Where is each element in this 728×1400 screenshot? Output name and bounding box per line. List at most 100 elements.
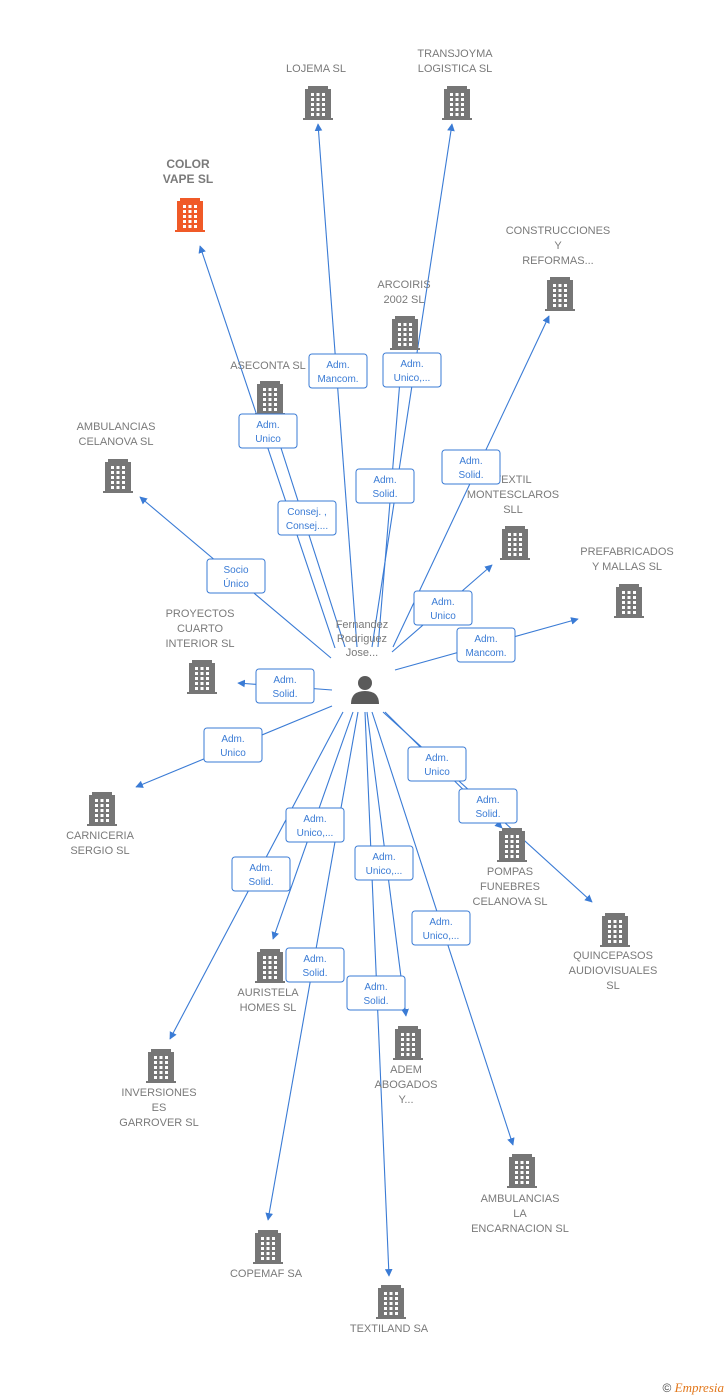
- relation-text-transjoyma: Adm.Unico,...: [394, 359, 431, 384]
- node-label-textilmont-line: SLL: [503, 504, 523, 516]
- relation-box-lojema[interactable]: Adm.Mancom.: [308, 353, 368, 389]
- node-label-aseconta[interactable]: ASECONTA SL: [230, 360, 306, 372]
- building-icon[interactable]: [146, 1049, 176, 1083]
- building-icon[interactable]: [187, 660, 217, 694]
- node-label-prefabricados-line: PREFABRICADOS: [580, 546, 674, 558]
- relation-box-carniceria[interactable]: Adm.Unico: [203, 727, 263, 763]
- relation-text-construcciones: Adm.Solid.: [458, 456, 483, 481]
- relation-box-adem[interactable]: Adm.Unico,...: [354, 845, 414, 881]
- relation-box-arcoiris[interactable]: Adm.Solid.: [355, 468, 415, 504]
- relation-text-aseconta-line: Consej. ,: [287, 507, 326, 518]
- node-label-carniceria-line: SERGIO SL: [70, 845, 129, 857]
- node-label-textiland-line: TEXTILAND SA: [350, 1323, 429, 1335]
- relation-box-pompas[interactable]: Adm.Unico: [407, 746, 467, 782]
- building-icon[interactable]: [175, 198, 205, 232]
- relation-text-textiland: Adm. Solid.: [363, 982, 388, 1007]
- center-person-name-line: Rodriguez: [337, 633, 387, 645]
- relation-text-prefabricados-line: Mancom.: [465, 648, 506, 659]
- relation-text-carniceria: Adm.Unico: [220, 734, 246, 759]
- relation-text-ambencarnacion-line: Adm.: [429, 917, 452, 928]
- building-icon[interactable]: [600, 913, 630, 947]
- node-label-proyectos-line: PROYECTOS: [166, 608, 235, 620]
- relation-box-construcciones[interactable]: Adm.Solid.: [441, 449, 501, 485]
- relation-text-pompas: Adm.Unico: [424, 753, 450, 778]
- building-icon[interactable]: [253, 1230, 283, 1264]
- node-label-auristela-line: HOMES SL: [240, 1002, 297, 1014]
- node-label-copemaf[interactable]: COPEMAF SA: [230, 1268, 303, 1280]
- building-icon[interactable]: [390, 316, 420, 350]
- relation-box-prefabricados[interactable]: Adm.Mancom.: [456, 627, 516, 663]
- building-icon[interactable]: [507, 1154, 537, 1188]
- relation-box-quincepasos[interactable]: Adm.Solid.: [458, 788, 518, 824]
- person-icon[interactable]: [351, 676, 379, 704]
- relation-text-adem: Adm.Unico,...: [366, 852, 403, 877]
- center-person-name-line: Jose...: [346, 647, 378, 659]
- relation-text-colorvape: Adm.Unico: [255, 420, 281, 445]
- relation-text-prefabricados: Adm.Mancom.: [465, 634, 506, 659]
- relation-box-textilmont[interactable]: Adm.Unico: [413, 590, 473, 626]
- building-icon[interactable]: [303, 86, 333, 120]
- relation-text-inversiones: Adm.Solid.: [248, 863, 273, 888]
- node-label-textilmont-line: MONTESCLAROS: [467, 489, 559, 501]
- relation-text-textiland-line: Adm.: [364, 982, 387, 993]
- relation-box-colorvape[interactable]: Adm.Unico: [238, 413, 298, 449]
- building-icon[interactable]: [497, 828, 527, 862]
- node-label-lojema[interactable]: LOJEMA SL: [286, 63, 346, 75]
- building-icon[interactable]: [500, 526, 530, 560]
- relation-box-aseconta[interactable]: Consej. ,Consej....: [277, 500, 337, 536]
- building-icon[interactable]: [255, 381, 285, 415]
- relation-text-quincepasos: Adm.Solid.: [475, 795, 500, 820]
- brand-logo[interactable]: Empresia: [674, 1380, 724, 1395]
- building-icon[interactable]: [614, 584, 644, 618]
- relation-box-auristela[interactable]: Adm.Unico,...: [285, 807, 345, 843]
- building-icon[interactable]: [545, 277, 575, 311]
- relation-box-transjoyma[interactable]: Adm.Unico,...: [382, 352, 442, 388]
- building-icon[interactable]: [87, 792, 117, 826]
- relation-text-textiland-line: Solid.: [363, 996, 388, 1007]
- node-label-aseconta-line: ASECONTA SL: [230, 360, 306, 372]
- center-person-name-line: Fernandez: [336, 619, 389, 631]
- relation-box-inversiones[interactable]: Adm.Solid.: [231, 856, 291, 892]
- node-label-textiland[interactable]: TEXTILAND SA: [350, 1323, 429, 1335]
- building-icon[interactable]: [376, 1285, 406, 1319]
- relation-box-proyectos[interactable]: Adm.Solid.: [255, 668, 315, 704]
- node-label-inversiones-line: ES: [152, 1102, 167, 1114]
- relation-text-copemaf: Adm.Solid.: [302, 954, 327, 979]
- relation-box-copemaf[interactable]: Adm.Solid.: [285, 947, 345, 983]
- relation-text-aseconta: Consej. ,Consej....: [286, 507, 328, 532]
- building-icon[interactable]: [393, 1026, 423, 1060]
- relation-box-ambencarnacion[interactable]: Adm.Unico,...: [411, 910, 471, 946]
- building-icon[interactable]: [442, 86, 472, 120]
- relation-box-textiland[interactable]: Adm. Solid.: [346, 975, 406, 1011]
- relation-text-arcoiris-line: Solid.: [372, 489, 397, 500]
- node-label-transjoyma-line: TRANSJOYMA: [417, 48, 493, 60]
- node-label-transjoyma-line: LOGISTICA SL: [418, 63, 493, 75]
- relation-text-lojema: Adm.Mancom.: [317, 360, 358, 385]
- building-icon[interactable]: [255, 949, 285, 983]
- node-label-colorvape-line: VAPE SL: [163, 172, 213, 186]
- node-label-arcoiris-line: 2002 SL: [384, 294, 425, 306]
- node-label-quincepasos-line: QUINCEPASOS: [573, 950, 653, 962]
- relation-text-carniceria-line: Adm.: [221, 734, 244, 745]
- relation-text-inversiones-line: Solid.: [248, 877, 273, 888]
- building-icon[interactable]: [103, 459, 133, 493]
- node-label-transjoyma[interactable]: TRANSJOYMA LOGISTICA SL: [417, 48, 493, 75]
